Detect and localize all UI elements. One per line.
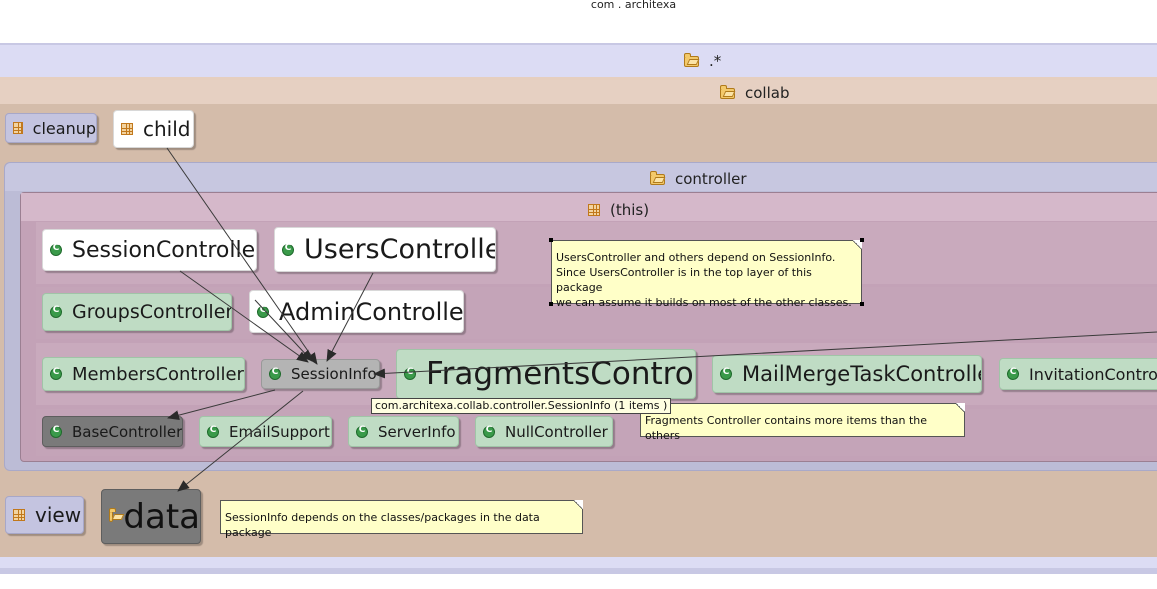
package-controller-title[interactable]: controller — [650, 170, 747, 188]
arrow-admin-controller-to-session-info — [254, 299, 313, 362]
arrow-users-controller-to-session-info — [326, 272, 374, 362]
class-icon — [282, 243, 294, 256]
package-view[interactable]: view — [5, 496, 84, 534]
arrow-session-info-to-data — [177, 390, 304, 492]
selection-handle[interactable] — [860, 302, 864, 306]
package-icon — [13, 509, 25, 521]
arrow-session-info-to-base-controller — [167, 389, 276, 421]
class-icon — [1007, 367, 1019, 380]
class-icon — [720, 367, 732, 380]
package-child[interactable]: child — [113, 110, 194, 148]
package-cleanup[interactable]: cleanup — [5, 113, 97, 143]
selection-handle[interactable] — [860, 238, 864, 242]
folder-open-icon — [720, 84, 735, 99]
class-session-info[interactable]: SessionInfo — [261, 359, 380, 389]
class-null-controller[interactable]: NullController — [475, 416, 613, 447]
note-data-package[interactable]: SessionInfo depends on the classes/packa… — [220, 500, 583, 539]
selection-handle[interactable] — [549, 302, 553, 306]
package-collab-title[interactable]: collab — [720, 84, 789, 102]
arrow-session-controller-to-session-info — [179, 270, 309, 363]
folder-open-icon — [650, 170, 665, 185]
class-icon — [269, 367, 281, 380]
class-icon — [207, 425, 219, 438]
package-icon — [588, 204, 600, 216]
class-icon — [356, 425, 368, 438]
class-server-info[interactable]: ServerInfo — [348, 416, 459, 447]
package-root-title[interactable]: .* — [684, 52, 721, 70]
package-this-title[interactable]: (this) — [588, 201, 649, 219]
class-icon — [50, 305, 62, 318]
class-invitation-controller[interactable]: InvitationControlle — [999, 358, 1157, 390]
class-session-controller[interactable]: SessionController — [42, 229, 257, 271]
class-icon — [483, 425, 495, 438]
class-icon — [50, 425, 62, 438]
class-icon — [50, 243, 62, 256]
arrow-fragments-to-session-info — [373, 331, 1157, 379]
class-mailmerge-task-controller[interactable]: MailMergeTaskController — [712, 355, 982, 393]
class-icon — [50, 367, 62, 380]
package-icon — [121, 123, 133, 135]
arrow-child-to-session-info — [166, 147, 318, 365]
class-users-controller[interactable]: UsersController — [274, 227, 496, 272]
class-icon — [257, 305, 269, 318]
session-info-tooltip: com.architexa.collab.controller.SessionI… — [371, 398, 672, 414]
class-admin-controller[interactable]: AdminController — [249, 290, 464, 333]
folder-open-icon — [684, 52, 699, 67]
package-path-label: com . architexa — [590, 0, 677, 11]
package-data[interactable]: data — [101, 489, 201, 544]
selection-handle[interactable] — [549, 238, 553, 242]
note-fragments-controller[interactable]: Fragments Controller contains more items… — [640, 403, 965, 442]
class-groups-controller[interactable]: GroupsController — [42, 293, 232, 331]
package-icon — [13, 122, 23, 134]
class-members-controller[interactable]: MembersController — [42, 357, 245, 391]
class-base-controller[interactable]: BaseController — [42, 416, 183, 447]
note-users-controller[interactable]: UsersController and others depend on Ses… — [551, 240, 862, 309]
